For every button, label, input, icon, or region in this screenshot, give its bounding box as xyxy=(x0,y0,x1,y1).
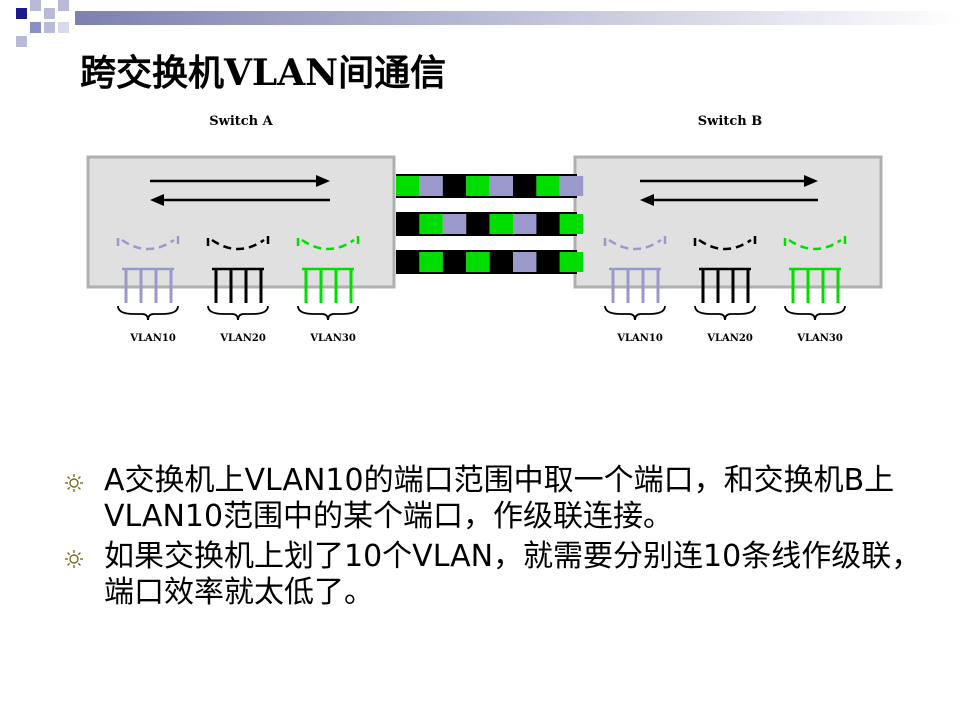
switch-a-arrows xyxy=(150,175,330,206)
header-decoration xyxy=(16,0,960,47)
cable-segment xyxy=(559,214,584,234)
cable-segment xyxy=(466,214,490,234)
cable-segment xyxy=(466,176,490,196)
port-bracket xyxy=(603,236,667,251)
switch-b-vlan20-label: VLAN20 xyxy=(707,333,753,344)
cable-segment xyxy=(489,176,513,196)
port-bracket xyxy=(296,236,360,251)
switch-a-vlan-group-3 xyxy=(296,236,360,321)
cable-segment xyxy=(466,252,490,272)
cable-segment xyxy=(396,176,420,196)
cable-segment xyxy=(419,176,443,196)
cable-segment xyxy=(536,214,560,234)
switch-b-vlan10-label: VLAN10 xyxy=(617,333,663,344)
cable-segment xyxy=(396,252,420,272)
cable-segment xyxy=(536,252,560,272)
switch-a-vlan20-label: VLAN20 xyxy=(220,333,266,344)
header-gradient-bar xyxy=(75,11,960,25)
vlan-port-groups xyxy=(116,236,847,321)
cable-segment xyxy=(559,252,584,272)
cable-segment xyxy=(513,176,537,196)
cable-segment xyxy=(396,214,420,234)
port-brace xyxy=(117,305,179,321)
port-brace xyxy=(604,305,666,321)
switch-b-arrows xyxy=(640,175,818,206)
cable-segment xyxy=(559,176,584,196)
switch-b-label: Switch B xyxy=(697,114,763,129)
switch-a-label: Switch A xyxy=(209,114,273,129)
cable-segment xyxy=(536,176,560,196)
network-diagram xyxy=(86,155,883,321)
bullet-item-2: 如果交换机上划了10个VLAN，就需要分别连10条线作级联，端口效率就太低了。 xyxy=(64,539,924,611)
cable-segment xyxy=(489,252,513,272)
cable-segment xyxy=(442,176,467,196)
switch-a-vlan-group-2 xyxy=(206,236,270,321)
cable-segment xyxy=(513,214,537,234)
switch-b-vlan-group-1 xyxy=(603,236,667,321)
switch-a-vlan-group-1 xyxy=(116,236,180,321)
slide-title: 跨交换机VLAN间通信 xyxy=(80,52,447,94)
header-squares xyxy=(16,0,69,47)
bullet-text-2: 如果交换机上划了10个VLAN，就需要分别连10条线作级联，端口效率就太低了。 xyxy=(104,539,922,610)
cable-segment xyxy=(442,214,467,234)
port-brace xyxy=(784,305,846,321)
cable-segment xyxy=(419,214,443,234)
sun-bullet-icon xyxy=(65,474,83,492)
bullet-item-1: A交换机上VLAN10的端口范围中取一个端口，和交换机B上VLAN10范围中的某… xyxy=(64,463,924,535)
trunk-cable-3 xyxy=(396,250,584,274)
port-brace xyxy=(207,305,269,321)
switch-a-vlan10-label: VLAN10 xyxy=(130,333,176,344)
trunk-cable-2 xyxy=(396,212,584,236)
port-bracket xyxy=(693,236,757,251)
cable-segment xyxy=(442,252,467,272)
port-bracket xyxy=(116,236,180,251)
trunk-cable-1 xyxy=(396,174,584,198)
port-brace xyxy=(694,305,756,321)
sun-bullet-icon xyxy=(65,550,83,568)
switch-a-box xyxy=(86,155,396,289)
switch-a-vlan30-label: VLAN30 xyxy=(310,333,356,344)
port-bracket xyxy=(783,236,847,251)
bullet-text-1: A交换机上VLAN10的端口范围中取一个端口，和交换机B上VLAN10范围中的某… xyxy=(104,463,895,534)
bullet-list: A交换机上VLAN10的端口范围中取一个端口，和交换机B上VLAN10范围中的某… xyxy=(64,463,924,615)
port-brace xyxy=(297,305,359,321)
switch-b-vlan30-label: VLAN30 xyxy=(797,333,843,344)
switch-b-vlan-group-2 xyxy=(693,236,757,321)
trunk-cables xyxy=(396,174,584,274)
cable-segment xyxy=(513,252,537,272)
switch-b-vlan-group-3 xyxy=(783,236,847,321)
port-bracket xyxy=(206,236,270,251)
switch-b-box xyxy=(573,155,883,289)
cable-segment xyxy=(419,252,443,272)
cable-segment xyxy=(489,214,513,234)
